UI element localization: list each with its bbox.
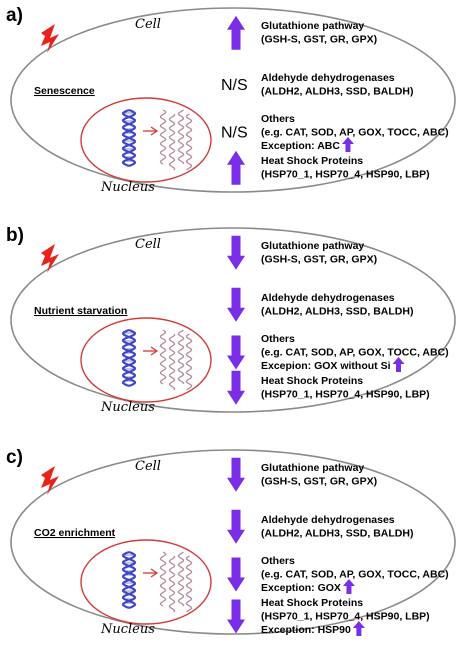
cell-outline xyxy=(10,449,456,635)
pathway-item: Heat Shock Proteins (HSP70_1, HSP70_4, HS… xyxy=(227,150,430,185)
pathway-item: Others (e.g. CAT, SOD, AP, GOX, TOCC, ABC… xyxy=(227,555,449,594)
arrow-down-icon xyxy=(227,335,245,370)
nucleus-outline xyxy=(80,539,212,625)
pathway-title: Aldehyde dehydrogenases xyxy=(261,514,395,526)
pathway-title: Others xyxy=(261,555,295,567)
not-significant-label: N/S xyxy=(221,125,248,142)
arrow-down-icon xyxy=(227,457,245,492)
arrow-up-icon xyxy=(227,15,245,50)
condition-label: CO2 enrichment xyxy=(34,527,116,539)
pathway-item: Glutathione pathway (GSH-S, GST, GR, GPX) xyxy=(227,235,377,270)
pathway-members: (ALDH2, ALDH3, SSD, BALDH) xyxy=(261,86,413,98)
pathway-title: Aldehyde dehydrogenases xyxy=(261,72,395,84)
exception-arrow-up-icon xyxy=(392,357,405,372)
lightning-stress-icon xyxy=(41,244,59,273)
panel-letter: a) xyxy=(6,5,23,26)
exception-text: Exception: GOX xyxy=(261,582,341,594)
rna-strands-icon xyxy=(159,329,193,391)
dna-helix-icon xyxy=(122,550,136,610)
pathway-item: Glutathione pathway (GSH-S, GST, GR, GPX) xyxy=(227,457,377,492)
nucleus-label: Nucleus xyxy=(100,400,155,415)
pathway-item: Glutathione pathway (GSH-S, GST, GR, GPX) xyxy=(227,15,377,50)
exception-text: Excepion: GOX without Si xyxy=(261,360,391,372)
nucleus-outline xyxy=(80,317,212,403)
pathway-item: Aldehyde dehydrogenases (ALDH2, ALDH3, SS… xyxy=(227,509,413,544)
pathway-members: (e.g. CAT, SOD, AP, GOX, TOCC, ABC) xyxy=(261,347,449,359)
pathway-members: (ALDH2, ALDH3, SSD, BALDH) xyxy=(261,306,413,318)
arrow-up-icon xyxy=(227,150,245,185)
pathway-item: N/S Aldehyde dehydrogenases (ALDH2, ALDH3,… xyxy=(221,72,413,98)
lightning-stress-icon xyxy=(41,466,59,495)
exception-arrow-up-icon xyxy=(342,579,355,594)
panel-letter: b) xyxy=(6,225,24,246)
pathway-item: Heat Shock Proteins (HSP70_1, HSP70_4, HS… xyxy=(227,597,430,636)
pathway-title: Glutathione pathway xyxy=(261,462,364,474)
pathway-title: Glutathione pathway xyxy=(261,20,364,32)
pathway-item: N/S Others (e.g. CAT, SOD, AP, GOX, TOCC, … xyxy=(221,113,449,152)
dna-helix-icon xyxy=(122,108,136,168)
lightning-stress-icon xyxy=(41,24,59,53)
pathway-title: Heat Shock Proteins xyxy=(261,597,363,609)
pathway-title: Heat Shock Proteins xyxy=(261,375,363,387)
pathway-title: Aldehyde dehydrogenases xyxy=(261,292,395,304)
pathway-members: (GSH-S, GST, GR, GPX) xyxy=(261,476,377,488)
panel-letter: c) xyxy=(6,447,23,468)
arrow-down-icon xyxy=(227,509,245,544)
cell-outline xyxy=(10,227,456,413)
pathway-item: Heat Shock Proteins (HSP70_1, HSP70_4, HS… xyxy=(227,370,430,405)
pathway-item: Aldehyde dehydrogenases (ALDH2, ALDH3, SS… xyxy=(227,287,413,322)
pathway-members: (HSP70_1, HSP70_4, HSP90, LBP) xyxy=(261,389,430,401)
rna-strands-icon xyxy=(159,109,193,171)
exception-arrow-up-icon xyxy=(352,621,365,636)
condition-label: Senescence xyxy=(34,85,95,97)
arrow-down-icon xyxy=(227,370,245,405)
condition-label: Nutrient starvation xyxy=(34,305,127,317)
pathway-title: Heat Shock Proteins xyxy=(261,155,363,167)
pathway-members: (ALDH2, ALDH3, SSD, BALDH) xyxy=(261,528,413,540)
pathway-title: Others xyxy=(261,333,295,345)
nucleus-label: Nucleus xyxy=(100,180,155,195)
pathway-members: (GSH-S, GST, GR, GPX) xyxy=(261,254,377,266)
pathway-title: Others xyxy=(261,113,295,125)
not-significant-label: N/S xyxy=(221,77,248,94)
arrow-down-icon xyxy=(227,287,245,322)
exception-text: Exception: HSP90 xyxy=(261,624,351,636)
pathway-item: Others (e.g. CAT, SOD, AP, GOX, TOCC, ABC… xyxy=(227,333,449,372)
pathway-members: (HSP70_1, HSP70_4, HSP90, LBP) xyxy=(261,169,430,181)
rna-strands-icon xyxy=(159,551,193,613)
cell-label: Cell xyxy=(135,17,161,32)
pathway-members: (e.g. CAT, SOD, AP, GOX, TOCC, ABC) xyxy=(261,127,449,139)
pathway-members: (e.g. CAT, SOD, AP, GOX, TOCC, ABC) xyxy=(261,569,449,581)
exception-text: Exception: ABC xyxy=(261,140,340,152)
arrow-down-icon xyxy=(227,557,245,592)
exception-arrow-up-icon xyxy=(341,137,354,152)
dna-helix-icon xyxy=(122,328,136,388)
pathway-title: Glutathione pathway xyxy=(261,240,364,252)
nucleus-label: Nucleus xyxy=(100,622,155,637)
pathway-members: (HSP70_1, HSP70_4, HSP90, LBP) xyxy=(261,611,430,623)
cell-label: Cell xyxy=(135,237,161,252)
cell-label: Cell xyxy=(135,459,161,474)
arrow-down-icon xyxy=(227,235,245,270)
nucleus-outline xyxy=(80,97,212,183)
pathway-members: (GSH-S, GST, GR, GPX) xyxy=(261,34,377,46)
arrow-down-icon xyxy=(227,599,245,634)
cell-outline xyxy=(10,7,456,193)
